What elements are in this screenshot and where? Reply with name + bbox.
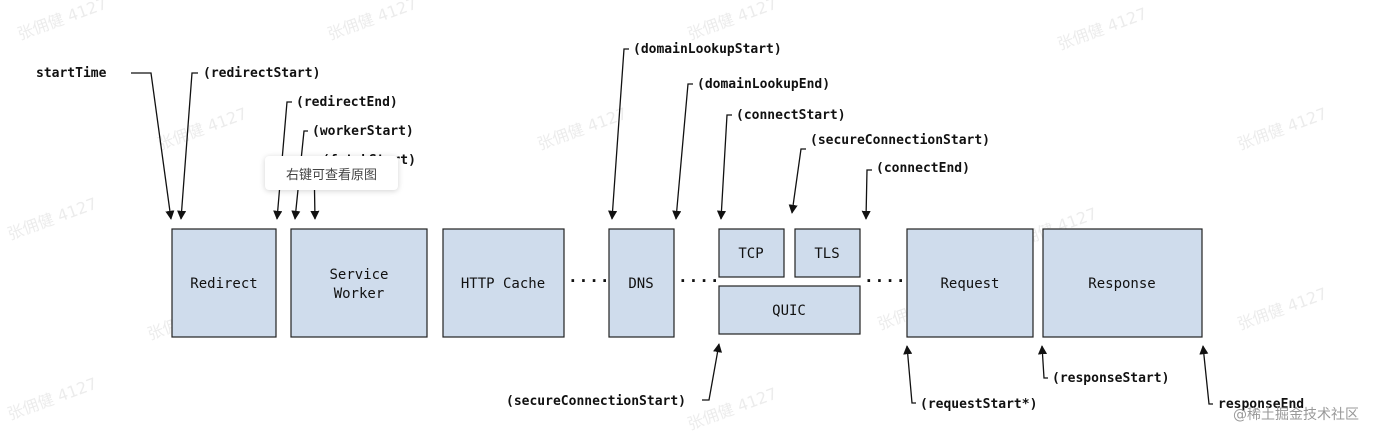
request-box [906,228,1034,338]
arrow-connect-start [716,114,732,220]
label-connect-start: (connectStart) [736,108,846,123]
label-response-start: (responseStart) [1052,371,1169,386]
watermark-text: 张佣健 4127 [1235,284,1330,334]
label-secure-connection-start-bottom: (secureConnectionStart) [506,394,686,409]
arrow-domain-lookup-end [672,83,693,220]
label-redirect-start: (redirectStart) [203,66,320,81]
separator-dots: ···· [568,271,611,290]
arrow-domain-lookup-start [608,48,629,220]
watermark-text: 张佣健 4127 [685,0,780,44]
arrow-start-time [131,72,175,220]
arrow-secure-connection-start-bottom [702,343,723,401]
label-start-time: startTime [36,66,107,81]
watermark-text: 张佣健 4127 [1055,4,1150,54]
tcp-box [718,228,785,278]
arrow-request-start [903,345,916,404]
redirect-box-label: Redirect [190,276,257,292]
label-domain-lookup-end: (domainLookupEnd) [697,77,830,92]
watermark-text: 张佣健 4127 [535,104,630,154]
footer-attribution: @稀土掘金技术社区 [1233,407,1359,423]
dns-box [608,228,675,338]
label-connect-end: (connectEnd) [876,161,970,176]
arrow-secure-connection-start-top [788,148,806,214]
arrow-response-end [1199,345,1213,405]
tls-box-label: TLS [814,246,839,262]
arrow-redirect-start [177,72,198,220]
http-cache-box-label: HTTP Cache [461,276,545,292]
watermark-text: 张佣健 4127 [685,384,780,434]
watermark-text: 张佣健 4127 [5,374,100,424]
watermark-text: 张佣健 4127 [15,0,110,44]
label-worker-start: (workerStart) [312,124,414,139]
request-box-label: Request [940,276,999,292]
quic-box-label: QUIC [772,303,806,319]
separator-dots: ···· [678,271,721,290]
separator-dots: ···· [864,271,907,290]
quic-box [718,285,861,335]
redirect-box [171,228,277,338]
tls-box [794,228,861,278]
arrow-connect-end [861,169,872,220]
watermark-text: 张佣健 4127 [155,104,250,154]
dns-box-label: DNS [628,276,653,292]
label-secure-connection-start-top: (secureConnectionStart) [810,133,990,148]
label-request-start: (requestStart*) [920,397,1037,412]
arrow-response-start [1037,345,1048,379]
label-redirect-end: (redirectEnd) [296,95,398,110]
watermark-text: 张佣健 4127 [5,194,100,244]
response-box-label: Response [1088,276,1155,292]
watermark-text: 张佣健 4127 [325,0,420,44]
service-worker-box-label-line1: Service [329,267,388,283]
label-domain-lookup-start: (domainLookupStart) [633,42,782,57]
service-worker-box-label-line2: Worker [334,286,385,302]
http-cache-box [442,228,565,338]
context-menu-tooltip[interactable]: 右键可查看原图 [265,156,398,190]
label-response-end: responseEnd [1218,397,1304,412]
response-box [1042,228,1203,338]
service-worker-box [290,228,428,338]
watermark-text: 张佣健 4127 [1235,104,1330,154]
tcp-box-label: TCP [738,246,763,262]
